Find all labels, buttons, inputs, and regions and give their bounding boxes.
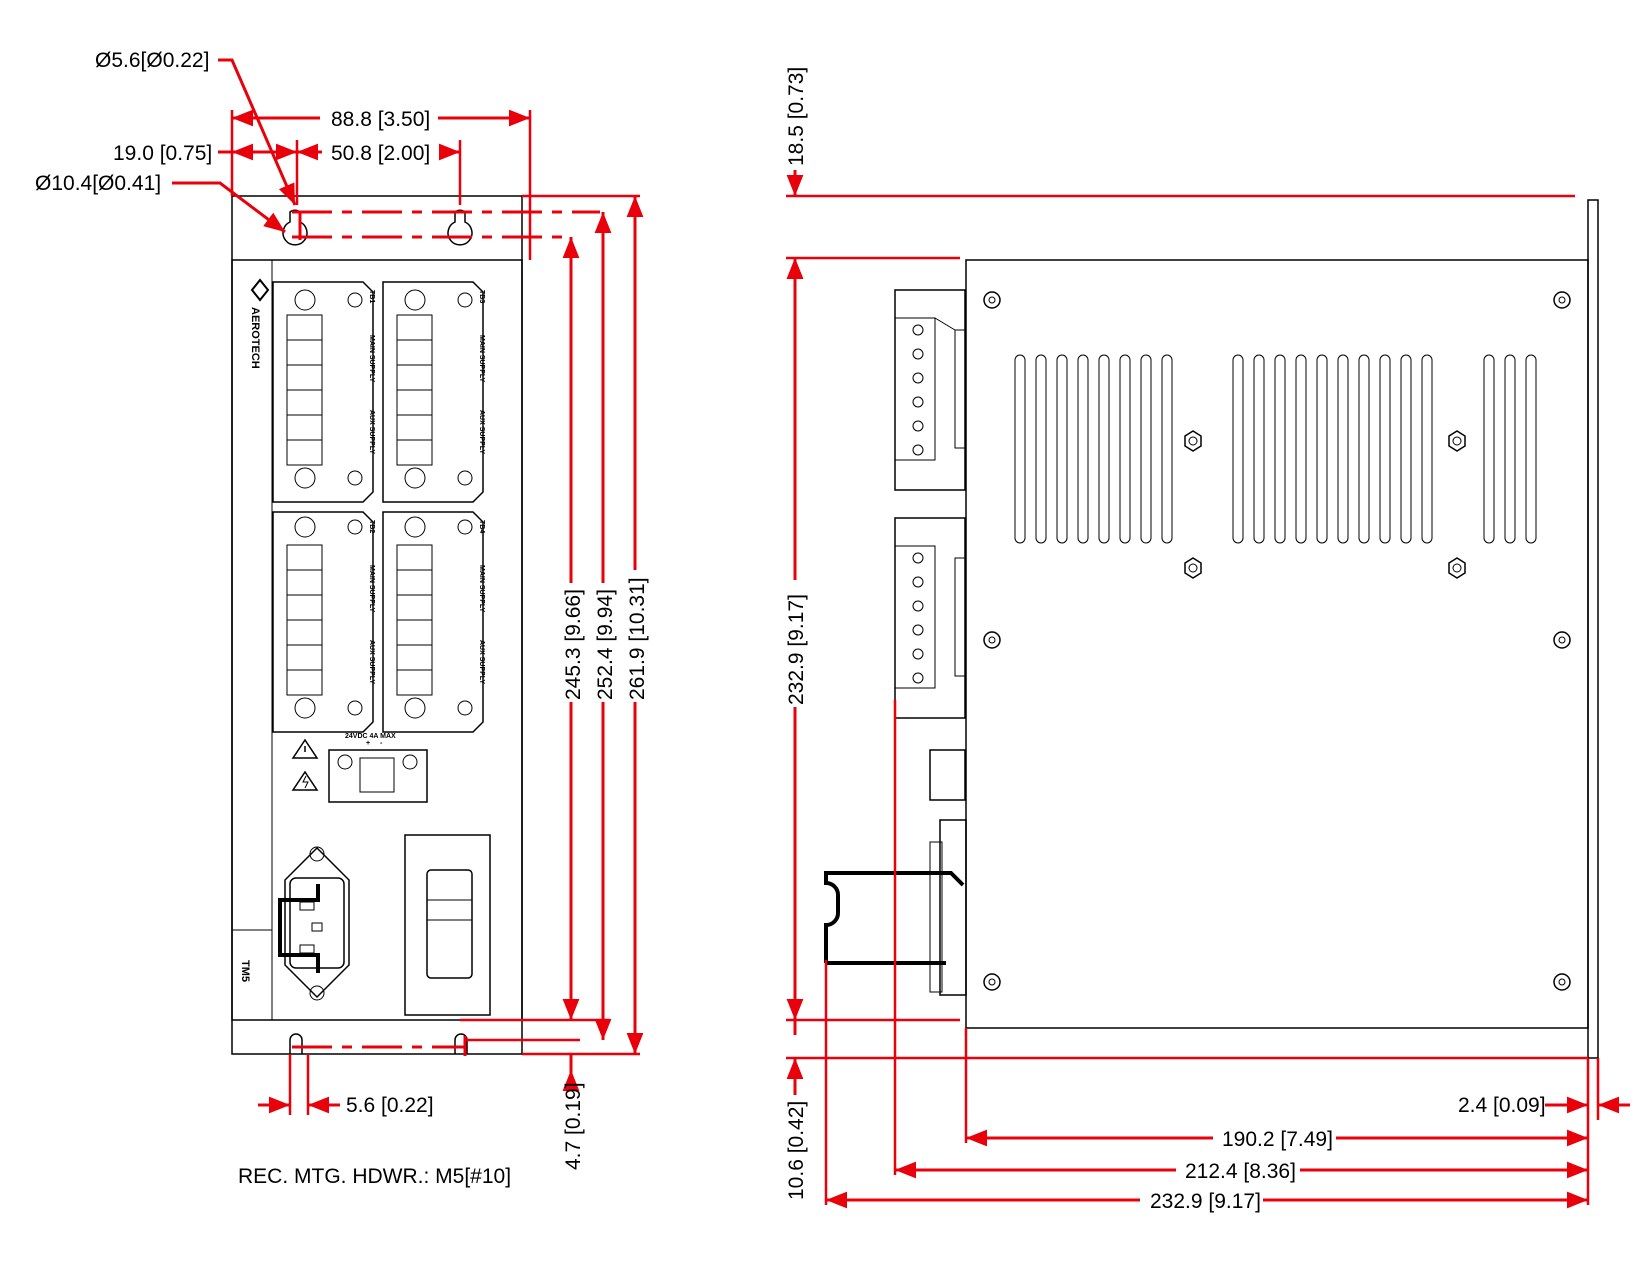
drive-body-side	[965, 259, 1589, 1029]
model-label: TM5	[239, 960, 251, 982]
terminal-block-tb3: TB3 MAIN SUPPLY AUX SUPPLY	[382, 281, 485, 503]
svg-text:TB2: TB2	[368, 520, 375, 533]
svg-text:TB1: TB1	[368, 290, 375, 303]
svg-text:MAIN SUPPLY: MAIN SUPPLY	[478, 335, 485, 383]
side-view: 18.5 [0.73] 232.9 [9.17] 10.6 [0.42] 2.4…	[785, 67, 1630, 1213]
dim-height-holes: 245.3 [9.66]	[562, 589, 585, 700]
svg-text:AUX SUPPLY: AUX SUPPLY	[368, 410, 375, 454]
dim-mount-hole-dia: Ø5.6[Ø0.22]	[95, 49, 209, 72]
power-switch	[404, 834, 491, 1016]
dim-height-overall: 261.9 [10.31]	[626, 577, 649, 700]
dim-side-body-height: 232.9 [9.17]	[785, 594, 808, 705]
svg-text:TB4: TB4	[478, 520, 485, 533]
drive-body-front	[231, 259, 523, 1021]
warning-icon	[291, 738, 319, 759]
dim-hole-offset: 19.0 [0.75]	[113, 142, 212, 165]
dim-height-slots: 252.4 [9.94]	[594, 589, 617, 700]
svg-text:AEROTECH: AEROTECH	[249, 307, 261, 369]
dim-slot-width: 5.6 [0.22]	[346, 1094, 434, 1117]
dim-depth-connectors: 212.4 [8.36]	[1185, 1160, 1296, 1183]
dim-overall-width: 88.8 [3.50]	[331, 108, 430, 131]
dim-flange-thickness: 2.4 [0.09]	[1458, 1094, 1546, 1117]
high-voltage-icon	[291, 770, 319, 791]
dim-depth-overall: 232.9 [9.17]	[1150, 1190, 1261, 1213]
terminal-block-tb1: TB1 MAIN SUPPLY AUX SUPPLY	[272, 281, 375, 503]
svg-text:MAIN SUPPLY: MAIN SUPPLY	[478, 565, 485, 613]
dim-side-bottom-offset: 10.6 [0.42]	[785, 1101, 808, 1200]
ventilation-slots	[1014, 354, 1537, 544]
terminal-segments	[287, 339, 432, 671]
svg-text:MAIN SUPPLY: MAIN SUPPLY	[368, 335, 375, 383]
terminal-block-tb4: TB4 MAIN SUPPLY AUX SUPPLY	[382, 511, 485, 733]
svg-text:AUX SUPPLY: AUX SUPPLY	[478, 410, 485, 454]
slot-bottom-left	[289, 1033, 303, 1054]
mounting-hardware-note: REC. MTG. HDWR.: M5[#10]	[238, 1165, 511, 1188]
side-dimensions: 18.5 [0.73] 232.9 [9.17] 10.6 [0.42] 2.4…	[785, 67, 1630, 1213]
keyhole-top-left	[282, 209, 308, 246]
dim-side-top-offset: 18.5 [0.73]	[785, 67, 808, 166]
front-dimensions: 88.8 [3.50] 19.0 [0.75] 50.8 [2.00] Ø5.6…	[35, 49, 649, 1188]
dim-keyhole-dia: Ø10.4[Ø0.41]	[35, 172, 161, 195]
hex-standoffs	[1184, 430, 1466, 579]
front-view: AEROTECH TB1 MAIN SUPPLY AUX SUPPLY TB3 …	[35, 49, 649, 1188]
power-rating-label: 24VDC 4A MAX	[345, 733, 396, 740]
aerotech-logo: AEROTECH	[249, 278, 270, 369]
dim-bottom-offset: 4.7 [0.19]	[562, 1082, 585, 1170]
side-flange	[1587, 199, 1599, 1059]
svg-text:AUX SUPPLY: AUX SUPPLY	[368, 640, 375, 684]
side-terminal-connectors	[894, 289, 967, 996]
dim-hole-spacing: 50.8 [2.00]	[331, 142, 430, 165]
polarity-minus-label: -	[380, 740, 383, 747]
svg-text:MAIN SUPPLY: MAIN SUPPLY	[368, 565, 375, 613]
dim-depth-body: 190.2 [7.49]	[1222, 1128, 1333, 1151]
mounting-flange	[231, 195, 523, 1055]
keyhole-top-right	[447, 209, 473, 246]
ac-power-inlet	[278, 846, 350, 1001]
svg-text:TB3: TB3	[478, 290, 485, 303]
svg-text:AUX SUPPLY: AUX SUPPLY	[478, 640, 485, 684]
din-rail-clip	[824, 871, 965, 963]
terminal-block-tb2: TB2 MAIN SUPPLY AUX SUPPLY	[272, 511, 375, 733]
polarity-plus-label: +	[366, 740, 370, 747]
dc-power-connector	[328, 749, 428, 803]
side-screws	[983, 291, 1571, 991]
